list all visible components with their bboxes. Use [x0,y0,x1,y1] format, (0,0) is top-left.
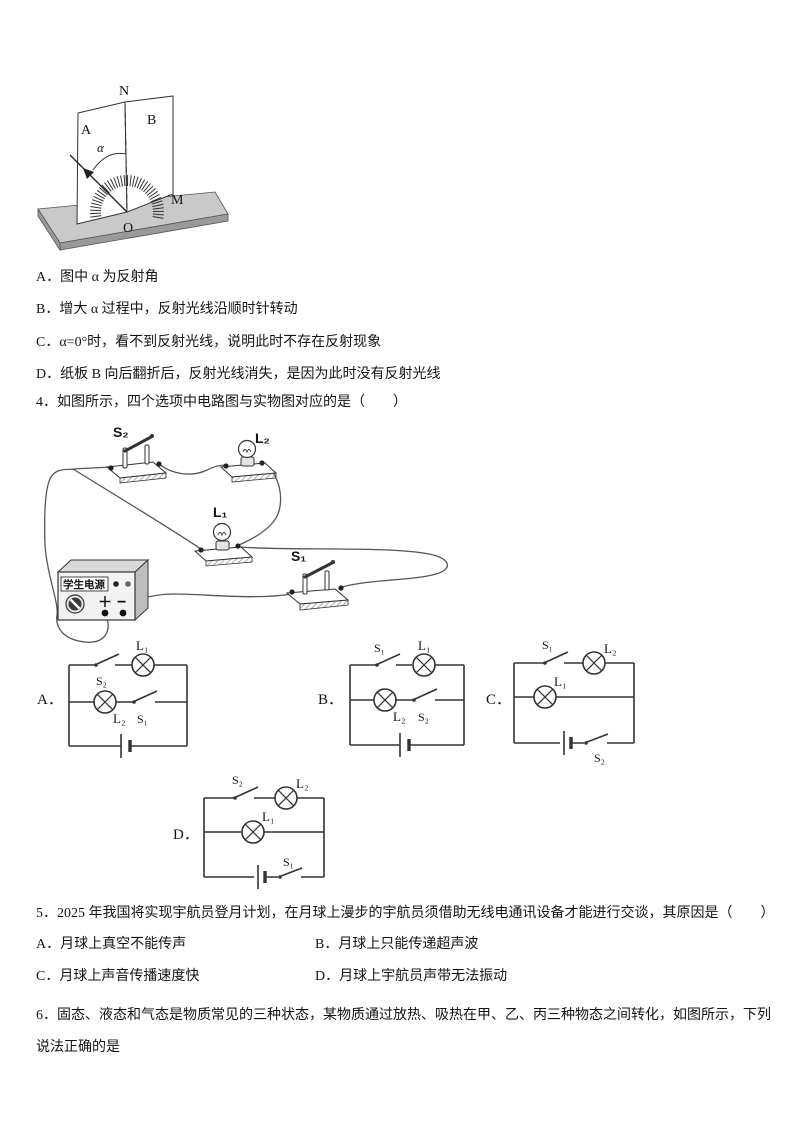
protractor-ticks [89,174,165,219]
photo-label-l2: L₂ [255,430,270,446]
q4-diagram-letter-b: B． [318,692,344,708]
a-top-bulb-label: L₁ [136,638,148,653]
circuit-diagram-d: S₂ L₂ L₁ S₁ [203,773,325,889]
q4-diagram-letter-c: C． [486,692,512,708]
power-supply [56,558,150,622]
q3-option-c: C．α=0°时，看不到反射光线，说明此时不存在反射现象 [36,335,382,350]
reflection-figure: α N A B M O [37,84,229,252]
label-n: N [119,84,129,99]
switch-s2 [105,434,168,484]
photo-label-s1: S₁ [291,548,306,564]
circuit-diagram-a: L₁ S₂ L₂ S₁ [68,638,188,758]
cardboard-panel-a [76,101,128,225]
bulb-l1 [193,522,254,567]
q5-option-c: C．月球上声音传播速度快 [36,969,200,984]
q6-text: 6．固态、液态和气态是物质常见的三种状态，某物质通过放热、吸热在甲、乙、丙三种物… [36,1008,771,1055]
label-o: O [123,221,133,236]
a-mid-bulb-label: L₂ [113,711,125,726]
q5-text: 5．2025 年我国将实现宇航员登月计划，在月球上漫步的宇航员须借助无线电通讯设… [36,906,775,921]
b-top-bulb-label: L₁ [418,638,430,653]
d-top-switch-label: S₂ [232,773,243,787]
photo-label-supply: 学生电源 [63,578,105,591]
alpha-arc [92,152,127,171]
q4-text: 4．如图所示，四个选项中电路图与实物图对应的是（ ） [36,395,407,410]
label-b: B [147,113,156,128]
q5-option-d: D．月球上宇航员声带无法振动 [315,969,508,984]
photo-label-s2: S₂ [113,424,129,440]
label-m: M [171,193,184,208]
circuit-diagram-c: S₁ L₂ L₁ S₂ [513,638,635,765]
d-top-bulb-label: L₂ [296,776,308,791]
q3-option-b: B．增大 α 过程中，反射光线沿顺时针转动 [36,302,298,317]
q4-diagram-letter-d: D． [173,827,199,843]
c-top-switch-label: S₁ [542,638,553,652]
alpha-label: α [97,140,105,155]
switch-s1 [285,560,350,611]
a-top-switch-label: S₂ [96,674,107,688]
q4-diagram-letter-a: A． [37,692,63,708]
label-a: A [81,123,92,138]
b-top-switch-label: S₁ [374,641,385,655]
photo-label-l1: L₁ [213,504,228,520]
light-ray [69,154,128,213]
normal-line [124,103,128,213]
c-top-bulb-label: L₂ [604,641,616,656]
bulb-l2 [219,439,278,483]
b-mid-bulb-label: L₂ [393,709,405,724]
q5-option-b: B．月球上只能传递超声波 [315,937,479,952]
a-mid-switch-label: S₁ [137,712,148,726]
d-mid-bulb-label: L₁ [262,809,274,824]
q5-option-a: A．月球上真空不能传声 [36,937,187,952]
cardboard-panel-b [124,95,174,213]
photo-label-plus: ＋ [98,594,112,610]
c-mid-bulb-label: L₁ [554,674,566,689]
d-bottom-switch-label: S₁ [283,855,294,869]
b-mid-switch-label: S₂ [418,710,429,724]
c-bottom-switch-label: S₂ [594,751,605,765]
photo-label-minus: − [117,594,126,611]
q3-option-d: D．纸板 B 向后翻折后，反射光线消失，是因为此时没有反射光线 [36,367,441,382]
circuit-photo: S₂ L₂ L₁ [44,424,448,643]
q3-option-a: A．图中 α 为反射角 [36,270,159,285]
circuit-diagram-b: S₁ L₁ L₂ S₂ [349,638,465,757]
